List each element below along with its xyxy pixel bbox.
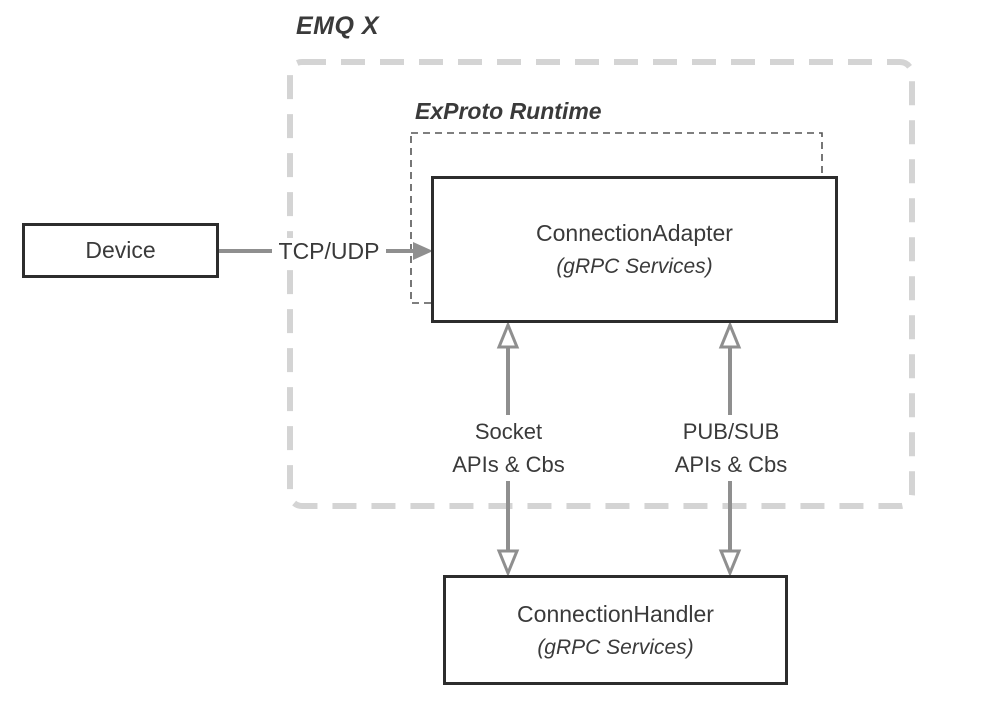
pubsub-edge-label-line1: PUB/SUB: [682, 419, 780, 444]
pubsub-edge-label: PUB/SUB APIs & Cbs: [666, 415, 796, 481]
socket-edge-label-line1: Socket: [474, 419, 543, 444]
connection-adapter-node: ConnectionAdapter (gRPC Services): [431, 176, 838, 323]
exproto-runtime-label: ExProto Runtime: [415, 98, 602, 124]
emqx-boundary: [287, 59, 915, 509]
pubsub-edge-label-line2: APIs & Cbs: [674, 452, 788, 477]
connection-adapter-label: ConnectionAdapter: [536, 220, 733, 246]
socket-edge-label: Socket APIs & Cbs: [448, 415, 569, 481]
connection-handler-sublabel: (gRPC Services): [537, 635, 694, 659]
device-node: Device: [22, 223, 219, 278]
tcp-udp-edge-label: TCP/UDP: [272, 238, 386, 265]
socket-edge-label-line2: APIs & Cbs: [452, 452, 565, 477]
connection-handler-label: ConnectionHandler: [517, 600, 714, 627]
device-node-label: Device: [85, 237, 156, 263]
connection-handler-node: ConnectionHandler (gRPC Services): [443, 575, 788, 685]
connection-adapter-sublabel: (gRPC Services): [556, 255, 713, 278]
diagram-title: EMQ X: [296, 12, 380, 40]
